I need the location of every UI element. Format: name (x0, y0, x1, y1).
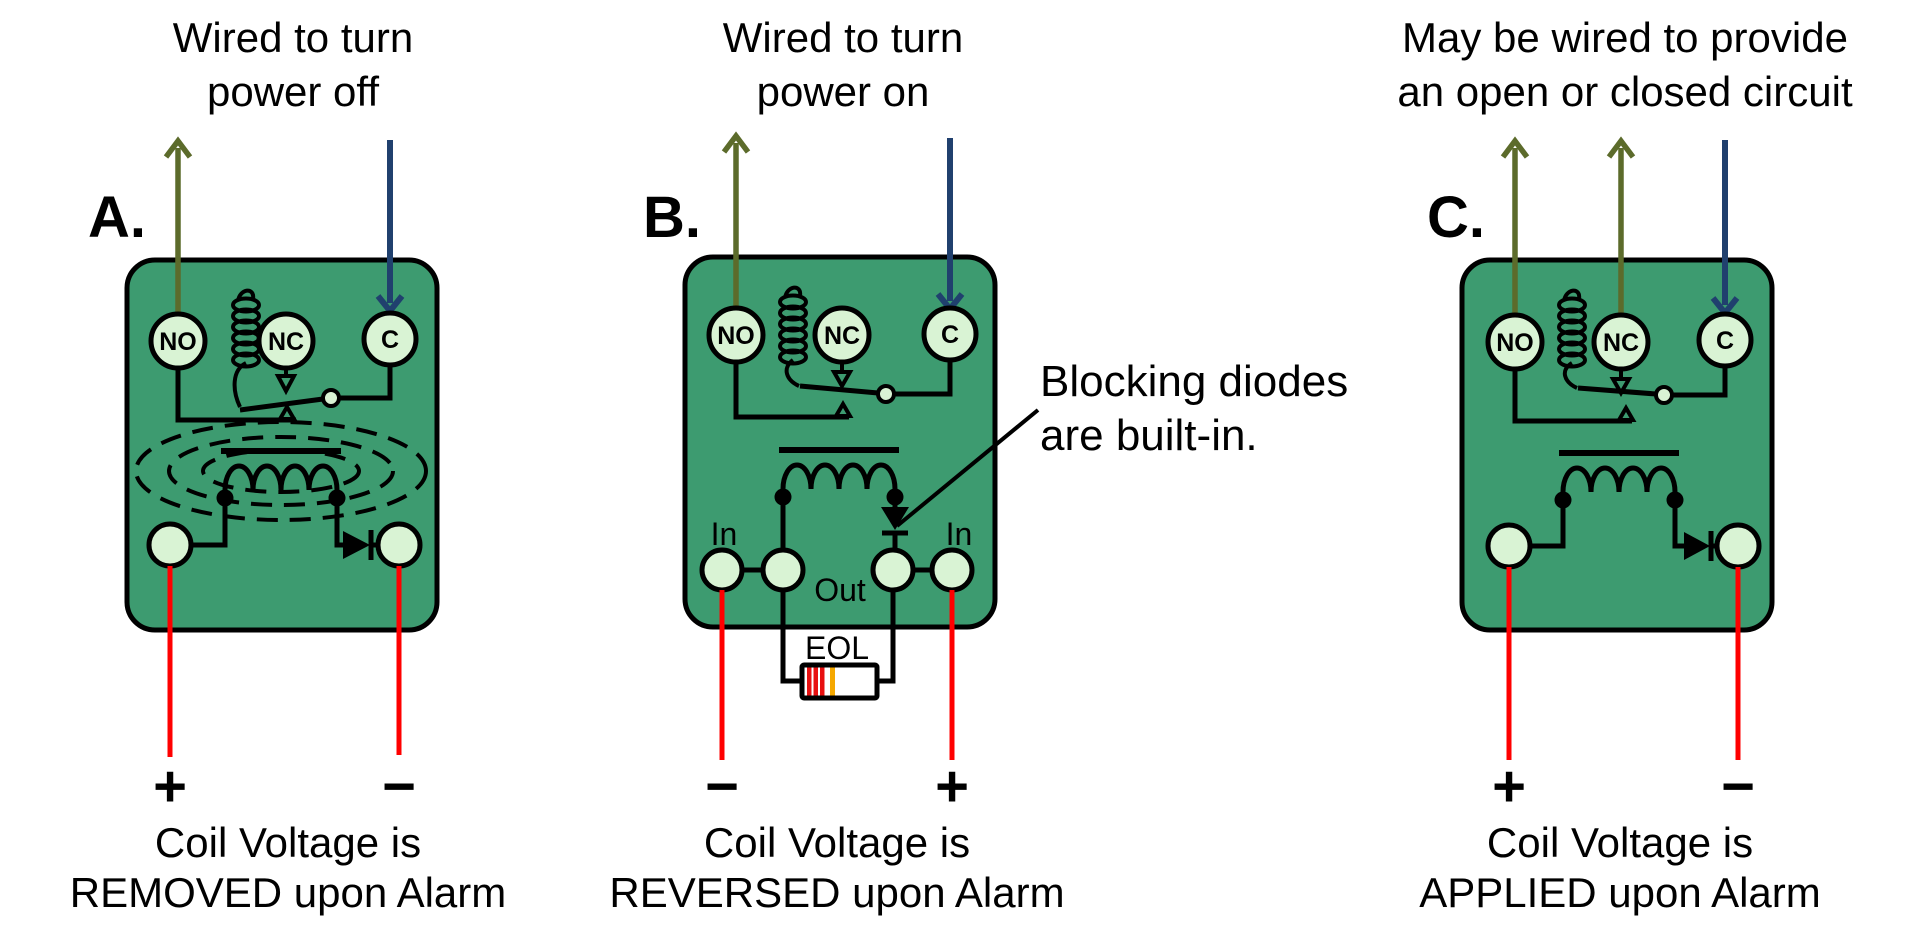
relay-a-nc-contact-arrow-icon (274, 374, 298, 396)
panel-b-header-line2: power on (757, 68, 930, 115)
relay-a-pivot (321, 388, 341, 408)
panel-a: Wired to turn power off A. NO NC C (70, 14, 507, 916)
panel-c-caption-line1: Coil Voltage is (1487, 819, 1753, 866)
relay-a-coil-terminal-right (375, 521, 423, 569)
relay-a-magnetic-field-icon (134, 420, 428, 522)
relay-b-no-contact-arrow-icon (832, 400, 854, 418)
relay-c-pivot-to-c-wire (1672, 366, 1728, 398)
relay-b-armature (799, 383, 879, 396)
panel-a-caption-line2: REMOVED upon Alarm (70, 869, 507, 916)
closed-circuit-arrow-icon (1606, 136, 1636, 317)
relay-c-coil-right-wire (1672, 502, 1684, 549)
terminal-c-a-label: C (381, 326, 399, 354)
relay-b-terminal-in-right (929, 547, 975, 593)
open-circuit-arrow-icon (1500, 136, 1530, 317)
eol-wire-right (877, 590, 896, 684)
relay-a-coil-right-wire (334, 500, 343, 548)
relay-c-right-polarity: − (1721, 754, 1755, 819)
panel-c: May be wired to provide an open or close… (1397, 14, 1853, 916)
eol-wire-left (780, 590, 802, 684)
relay-b-out-label: Out (814, 572, 866, 608)
panel-b-letter: B. (643, 185, 701, 250)
relay-a-coil-terminal-left (146, 521, 194, 569)
relay-a-armature (239, 396, 324, 413)
relay-b-no-wire (733, 362, 849, 420)
relay-c-pivot (1654, 385, 1674, 405)
panel-c-letter: C. (1427, 185, 1485, 250)
power-on-arrow-icon (721, 131, 751, 310)
relay-b-body (682, 254, 998, 630)
panel-b: Wired to turn power on B. NO NC C (609, 14, 1064, 916)
panel-a-caption-line1: Coil Voltage is (155, 819, 421, 866)
terminal-c-b (921, 305, 979, 363)
panel-c-caption-line2: APPLIED upon Alarm (1419, 869, 1821, 916)
relay-c-spring-icon (1557, 288, 1587, 390)
eol-resistor-icon (799, 662, 880, 701)
relay-b-terminal-out-left (760, 547, 806, 593)
panel-a-letter: A. (88, 185, 146, 250)
relay-a-right-polarity: − (382, 754, 416, 819)
relay-a-coil-left-wire (191, 500, 228, 548)
eol-label: EOL (805, 630, 869, 666)
relay-a-no-contact-arrow-icon (276, 403, 298, 421)
terminal-nc-b-label: NC (824, 322, 860, 350)
relay-c-armature (1577, 385, 1657, 397)
relay-c-coil-terminal-right (1714, 522, 1762, 570)
callout-line2: are built-in. (1040, 411, 1258, 460)
relay-c-coil-left-wire (1530, 502, 1566, 549)
relay-b-in-right-label: In (946, 516, 973, 552)
terminal-no-a-label: NO (159, 328, 197, 356)
panel-c-header-line2: an open or closed circuit (1397, 68, 1853, 115)
relay-a-left-polarity: + (153, 754, 187, 819)
relay-a-no-wire (175, 368, 296, 423)
panel-a-header-line1: Wired to turn (173, 14, 413, 61)
callout-leader-line (895, 408, 1040, 528)
callout-line1: Blocking diodes (1040, 357, 1348, 406)
terminal-no-b-label: NO (717, 322, 755, 350)
relay-b-nc-contact-arrow-icon (830, 370, 854, 391)
power-off-arrow-icon (163, 136, 193, 316)
relay-a-pivot-to-c-wire (339, 365, 393, 401)
panel-a-header-line2: power off (207, 68, 379, 115)
relay-b-spring-icon (778, 285, 808, 388)
relay-b-terminal-out-right (870, 547, 916, 593)
relay-b-pivot-to-c-wire (894, 361, 953, 397)
relay-c-no-contact-arrow-icon (1615, 404, 1637, 422)
relay-a-spring-icon (231, 288, 261, 408)
terminal-nc-a-label: NC (268, 328, 304, 356)
relay-c-no-wire (1512, 369, 1632, 424)
relay-c-left-polarity: + (1492, 754, 1526, 819)
panel-c-header-line1: May be wired to provide (1402, 14, 1848, 61)
relay-b-pivot (876, 384, 896, 404)
terminal-c-c-label: C (1716, 327, 1734, 355)
relay-b-terminal-in-left (699, 547, 745, 593)
terminal-no-c-label: NO (1496, 329, 1534, 357)
relay-b-right-polarity: + (935, 754, 969, 819)
terminal-c-b-label: C (941, 321, 959, 349)
relay-c-nc-contact-arrow-icon (1609, 377, 1633, 398)
panel-b-caption-line2: REVERSED upon Alarm (609, 869, 1064, 916)
relay-b-left-polarity: − (705, 754, 739, 819)
blocking-diodes-callout: Blocking diodes are built-in. (895, 357, 1348, 528)
terminal-nc-c-label: NC (1603, 329, 1639, 357)
relay-c-coil-terminal-left (1485, 522, 1533, 570)
panel-b-caption-line1: Coil Voltage is (704, 819, 970, 866)
panel-b-header-line1: Wired to turn (723, 14, 963, 61)
relay-b-in-left-label: In (711, 516, 738, 552)
